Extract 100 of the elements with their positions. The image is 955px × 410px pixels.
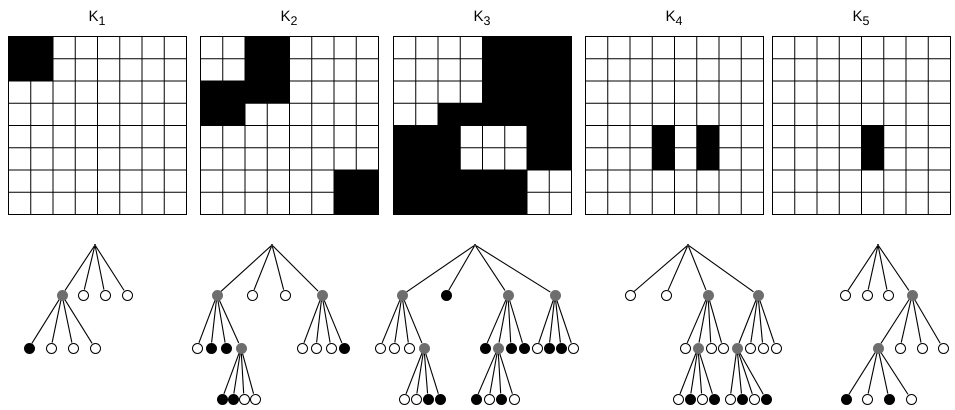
tree-node	[872, 342, 884, 354]
tree-node	[46, 342, 56, 354]
tree-edge	[738, 353, 753, 394]
tree-edge	[759, 300, 775, 343]
tree-node	[492, 342, 504, 354]
tree-node	[396, 290, 408, 300]
tree-node	[398, 394, 410, 404]
tree-node	[238, 394, 250, 404]
tree-edge	[233, 353, 241, 394]
tree-edge	[64, 299, 93, 344]
tree-edge	[316, 300, 322, 343]
tree-node	[90, 342, 100, 354]
tree-edge	[698, 353, 702, 394]
tree-edge	[912, 300, 922, 343]
tree-edge	[868, 246, 878, 290]
tree-edge	[708, 300, 722, 343]
tree-edge	[868, 353, 878, 394]
tree-edge	[848, 352, 876, 395]
tree-edge	[448, 246, 475, 291]
tree-node	[684, 394, 696, 404]
tree-edge	[84, 246, 96, 290]
tree-node	[862, 394, 872, 404]
tree-node	[338, 342, 350, 354]
tree-node	[216, 394, 228, 404]
tree-edge	[416, 353, 424, 394]
tree-node	[236, 342, 246, 354]
tree-edge	[668, 246, 688, 290]
tree-node	[100, 290, 110, 300]
tree-node	[326, 342, 336, 354]
tree-node	[388, 342, 400, 354]
tree-node	[894, 342, 906, 354]
tree-node	[246, 290, 258, 300]
tree-node	[724, 394, 736, 404]
tree-node	[470, 394, 482, 404]
tree-edge	[95, 246, 124, 291]
tree-edge	[686, 300, 706, 344]
tree-node	[732, 342, 742, 354]
tree-node	[78, 290, 88, 300]
panel-label: K$_{1}$	[88, 8, 106, 30]
tree-edge	[424, 353, 428, 394]
tree-node	[884, 394, 894, 404]
tree-edge	[730, 353, 737, 394]
tree-node	[122, 290, 132, 300]
root-point	[94, 244, 96, 246]
tree-edge	[272, 245, 318, 292]
root-point	[686, 244, 690, 246]
tree-node	[840, 290, 850, 300]
tree-node	[550, 290, 560, 300]
tree-edge	[223, 352, 240, 394]
tree-node	[744, 342, 756, 354]
tree-edge	[499, 353, 513, 394]
tree-edge	[758, 300, 764, 343]
tree-edge	[211, 300, 217, 343]
tree-node	[192, 342, 202, 354]
tree-node	[672, 394, 684, 404]
tree-node	[506, 342, 516, 354]
tree-edge	[475, 246, 506, 291]
tree-node	[480, 342, 490, 354]
tree-node	[508, 394, 520, 404]
tree-edge	[402, 300, 409, 343]
tree-node	[532, 342, 542, 354]
tree-node	[708, 394, 720, 404]
tree-edge	[218, 300, 240, 344]
tree-node	[938, 342, 948, 354]
tree-edge	[739, 352, 764, 394]
tree-edge	[240, 353, 244, 394]
tree-node	[228, 394, 238, 404]
tree-node	[440, 290, 452, 300]
tree-node	[68, 342, 78, 354]
tree-edge	[498, 353, 502, 394]
tree-edge	[750, 300, 758, 343]
tree-node	[206, 342, 216, 354]
tree-node	[752, 290, 764, 300]
tree-edge	[64, 246, 95, 291]
tree-edge	[555, 300, 561, 343]
tree-node	[706, 342, 716, 354]
tree-node	[544, 342, 554, 354]
tree-edge	[324, 300, 342, 344]
tree-edge	[198, 300, 216, 344]
panel-label: K$_{2}$	[280, 8, 298, 30]
tree-node	[840, 394, 852, 404]
tree-edge	[509, 300, 523, 343]
tree-node	[680, 342, 690, 354]
tree-node	[748, 394, 760, 404]
tree-node	[280, 290, 290, 300]
tree-node	[410, 394, 422, 404]
tree-edge	[322, 300, 331, 343]
tree-node	[696, 394, 708, 404]
tree-node	[250, 394, 260, 404]
tree-node	[556, 342, 566, 354]
tree-edge	[425, 353, 439, 394]
tree-node	[212, 290, 222, 300]
tree-node	[770, 342, 782, 354]
tree-node	[758, 342, 768, 354]
tree-edge	[498, 300, 508, 343]
root-point	[270, 244, 274, 246]
tree-edge	[62, 300, 72, 343]
tree-node	[374, 342, 386, 354]
tree-node	[692, 342, 704, 354]
tree-edge	[406, 352, 422, 394]
